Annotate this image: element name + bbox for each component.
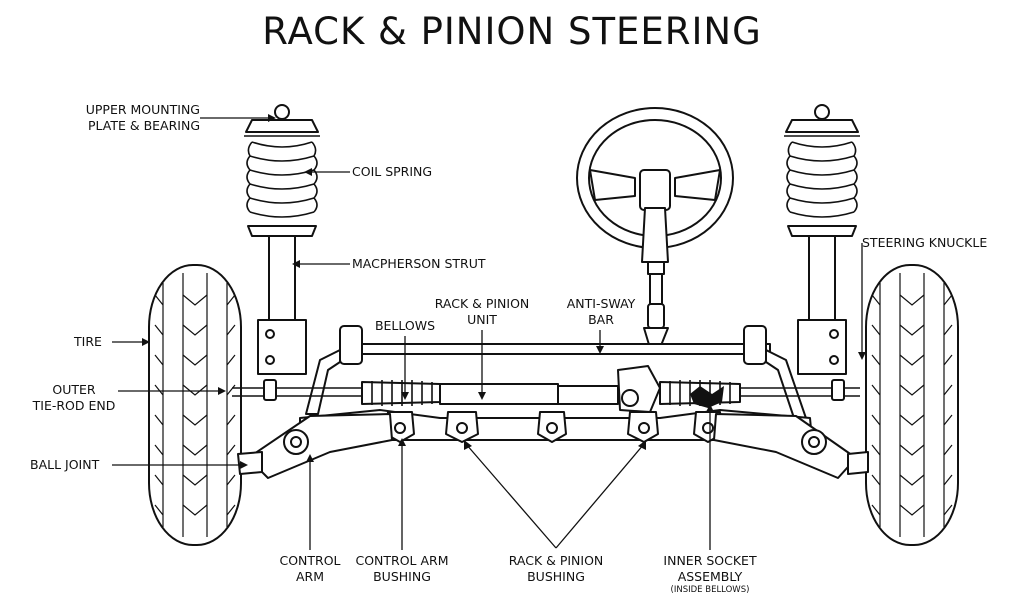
label-macpherson-strut: MACPHERSON STRUT xyxy=(352,256,486,271)
label-anti-sway-bar: ANTI-SWAY BAR xyxy=(566,296,636,327)
label-tire: TIRE xyxy=(74,334,102,349)
label-rack-pinion-unit: RACK & PINION UNIT xyxy=(434,296,530,327)
label-inner-socket-assembly: INNER SOCKET ASSEMBLY (INSIDE BELLOWS) xyxy=(663,553,757,595)
label-bellows: BELLOWS xyxy=(374,318,436,333)
label-coil-spring: COIL SPRING xyxy=(352,164,433,179)
label-rack-pinion-bushing: RACK & PINION BUSHING xyxy=(508,553,604,584)
label-steering-knuckle: STEERING KNUCKLE xyxy=(862,235,988,250)
right-strut xyxy=(784,104,860,375)
right-tire xyxy=(865,264,959,546)
diagram-title: RACK & PINION STEERING xyxy=(262,10,762,53)
anti-sway-bar xyxy=(305,325,809,425)
label-ball-joint: BALL JOINT xyxy=(30,457,100,472)
leader-lines xyxy=(112,114,866,550)
left-control-arm xyxy=(237,413,393,479)
steering-wheel xyxy=(576,107,734,249)
rack-pinion-unit xyxy=(232,365,860,413)
label-control-arm: CONTROL ARM xyxy=(279,553,341,584)
right-control-arm xyxy=(713,413,869,479)
label-control-arm-bushing: CONTROL ARM BUSHING xyxy=(355,553,449,584)
left-tire xyxy=(148,264,242,546)
left-strut xyxy=(244,104,320,375)
label-outer-tie-rod: OUTER TIE-ROD END xyxy=(32,382,116,413)
label-upper-mounting: UPPER MOUNTING PLATE & BEARING xyxy=(85,102,200,133)
